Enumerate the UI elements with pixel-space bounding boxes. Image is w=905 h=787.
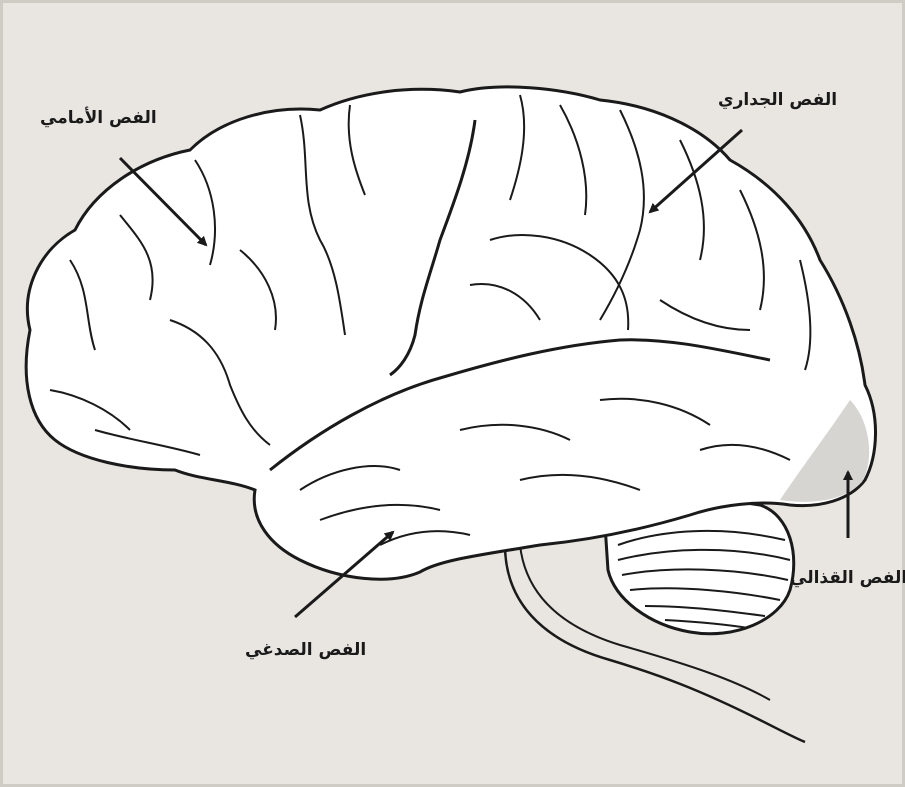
label-parietal-lobe: الفص الجداري [718,90,837,110]
label-occipital-lobe: الفص القذالي [790,568,905,588]
label-temporal-lobe: الفص الصدغي [245,640,366,660]
label-frontal-lobe: الفص الأمامي [40,108,157,128]
